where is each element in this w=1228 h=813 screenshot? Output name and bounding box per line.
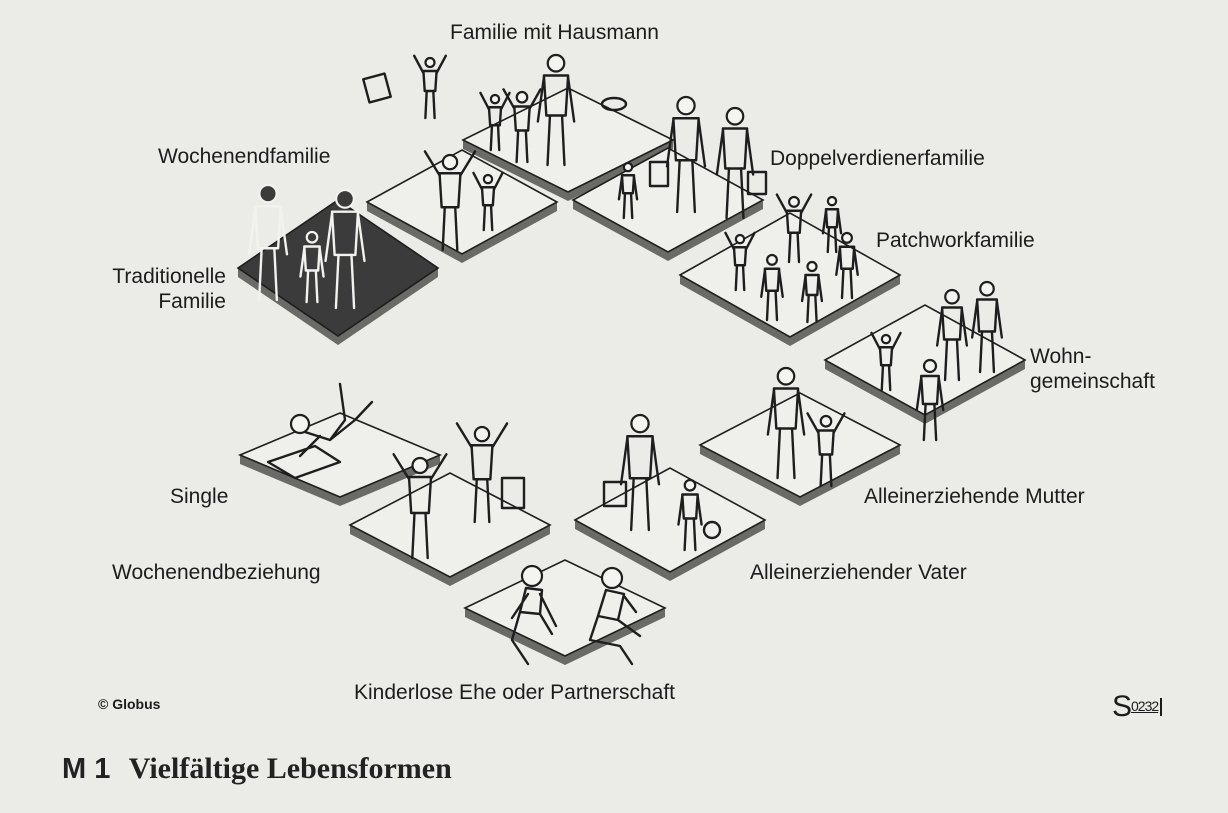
figure-person [760,253,784,322]
figure-person [870,331,902,392]
figure-person [455,422,509,524]
figure-person [423,150,477,252]
source-code-letter: S [1112,690,1132,723]
figure-person [299,230,325,304]
figure-person [775,193,813,264]
figure-person [502,88,542,164]
caption-title: Vielfältige Lebensformen [128,752,452,785]
figure-person [935,288,969,382]
figure-person [324,188,366,310]
figure-person [665,95,707,214]
label-patchworkfamilie: Patchworkfamilie [876,229,1035,252]
platform-alleinerziehender-vater [573,467,767,581]
label-alleinerziehender-vater: Alleinerziehender Vater [750,561,967,584]
figure-person [677,478,703,552]
label-wochenendfamilie: Wochenendfamilie [158,145,331,168]
platform-wochenendfamilie [365,149,559,263]
label-kinderlose-ehe: Kinderlose Ehe oder Partnerschaft [354,681,676,704]
copyright-globus: © Globus [98,696,161,712]
source-code-bar [1160,698,1163,716]
figure-person [619,413,661,532]
bag-icon [500,476,526,510]
label-wochenendbeziehung: Wochenendbeziehung [112,561,321,584]
figure-person [800,260,824,324]
figure-person [412,54,448,120]
platform-wochenendbeziehung [348,472,552,586]
figures [247,53,1004,666]
bag-icon [746,170,768,196]
figure-person [970,280,1004,374]
bag-icon [648,160,670,188]
figure-person [247,183,289,302]
label-traditionelle-line1: Traditionelle [112,265,226,288]
figure-person [724,231,756,292]
label-doppelverdienerfamilie: Doppelverdienerfamilie [770,147,985,170]
figure-person [915,358,945,442]
figure-person [536,53,576,167]
caption-number: M 1 [62,753,111,785]
platform-alleinerziehende-mutter [698,392,902,506]
label-familie-mit-hausmann: Familie mit Hausmann [450,21,659,44]
source-code: S0232 [1112,690,1163,724]
label-wohngemeinschaft: Wohn- gemeinschaft [1030,344,1155,394]
figure-person [835,231,859,300]
pan-icon [600,96,628,112]
ball-icon [702,520,722,540]
figure-person [766,366,806,480]
figure-person [392,453,448,560]
label-single: Single [170,485,229,508]
figure-person [715,106,755,220]
figure-caption: M 1 Vielfältige Lebensformen [62,752,452,786]
book-icon [266,444,342,480]
platform-doppelverdienerfamilie [571,147,765,261]
source-code-number: 0232 [1131,698,1159,714]
figure-person [806,412,846,488]
figure-person [479,91,511,152]
paper-icon [362,72,392,104]
label-wohn-line2: gemeinschaft [1030,370,1155,393]
label-wohn-line1: Wohn- [1030,345,1092,368]
figure-person [472,171,504,232]
label-traditionelle-line2: Familie [158,290,226,313]
bag-icon [602,480,628,508]
figure-person [617,161,639,220]
figure-person [821,195,843,254]
platform-wohngemeinschaft [823,304,1027,424]
label-traditionelle-familie: Traditionelle Familie [78,264,226,314]
label-alleinerziehende-mutter: Alleinerziehende Mutter [864,485,1085,508]
